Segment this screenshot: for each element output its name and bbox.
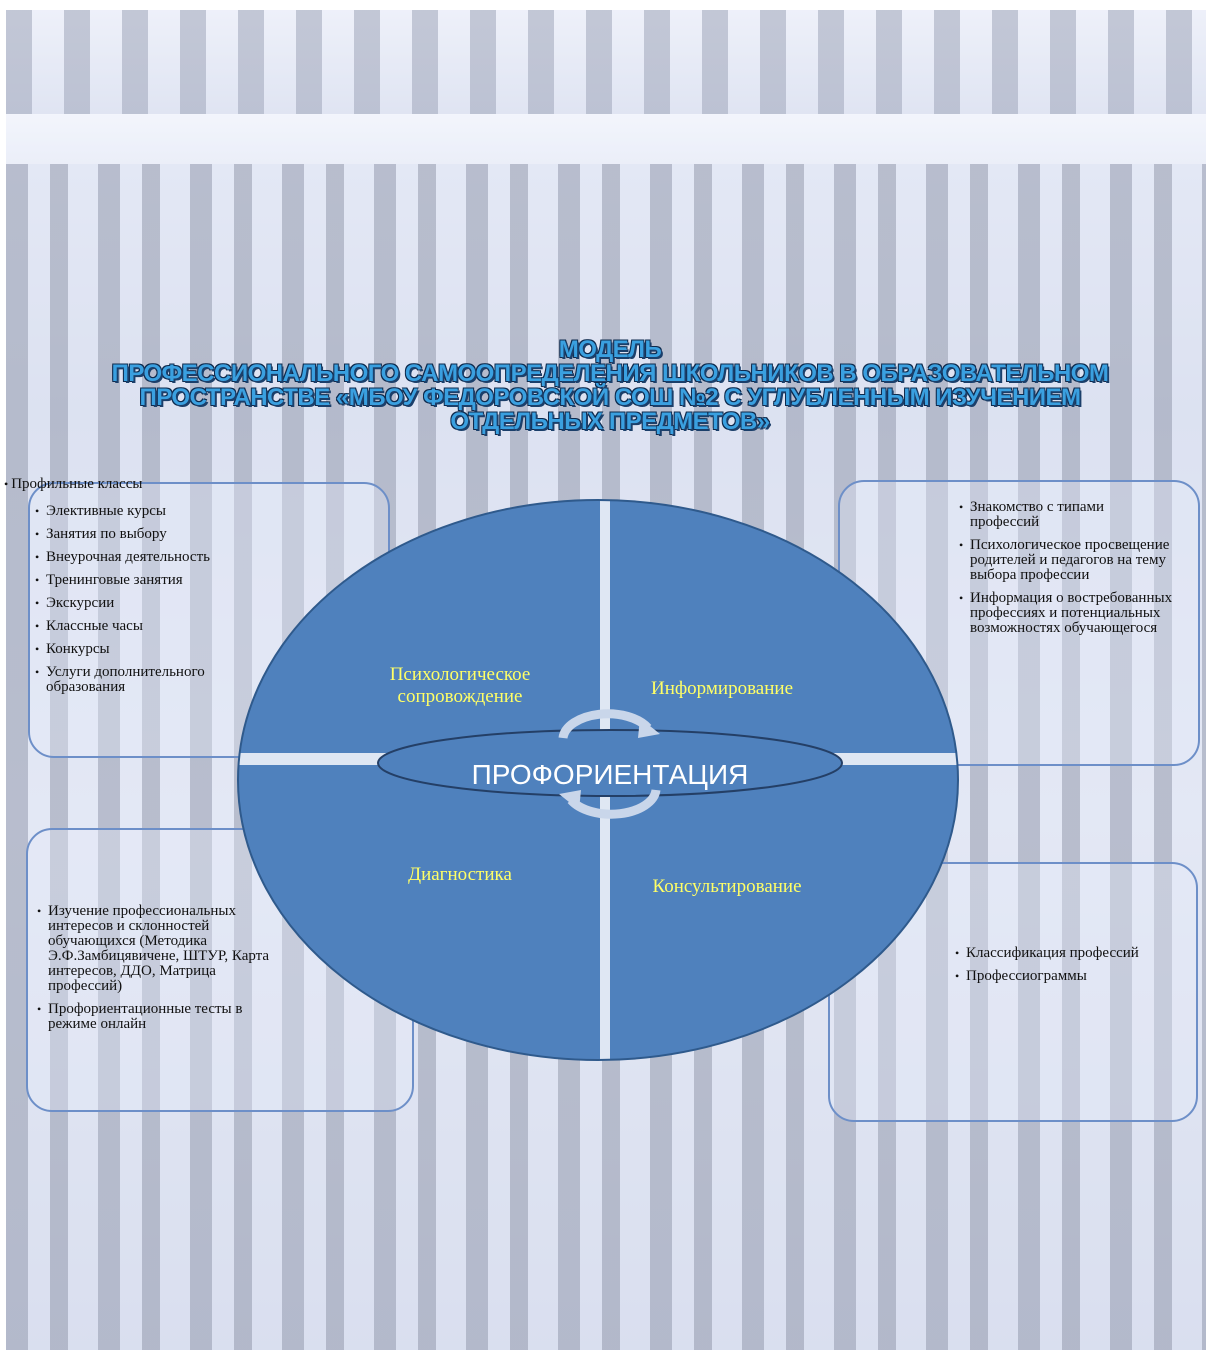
list-item: Классные часы xyxy=(35,619,258,635)
quadrant-label-informing: Информирование xyxy=(650,678,794,699)
list-item: Знакомство с типами профессий xyxy=(959,500,1174,530)
background-band-top xyxy=(6,10,1206,114)
title-line: ПРОСТРАНСТВЕ «МБОУ ФЕДОРОВСКОЙ СОШ №2 С … xyxy=(139,384,1081,411)
circular-arrow-top-icon xyxy=(558,709,652,739)
quadrant-label-psychological-support: Психологическое сопровождение xyxy=(389,664,531,707)
quadrant-label-diagnostics: Диагностика xyxy=(408,864,512,885)
list-item: Тренинговые занятия xyxy=(35,573,258,589)
quadrant-label-consulting: Консультирование xyxy=(652,876,802,897)
central-ellipse-diagram xyxy=(237,499,959,1061)
list-item: Внеурочная деятельность xyxy=(35,550,258,566)
list-item: Занятия по выбору xyxy=(35,527,258,543)
activities-list: Элективные курсы Занятия по выбору Внеур… xyxy=(35,504,258,703)
background-crowd-image xyxy=(6,10,1206,1350)
list-item: Профессиограммы xyxy=(955,969,1158,985)
background-band-gap xyxy=(6,114,1206,164)
title-line: ПРОФЕССИОНАЛЬНОГО САМООПРЕДЕЛЕНИЯ ШКОЛЬН… xyxy=(111,360,1109,387)
title-line: МОДЕЛЬ xyxy=(558,336,662,363)
list-item: Конкурсы xyxy=(35,642,258,658)
diagram-title: МОДЕЛЬ ПРОФЕССИОНАЛЬНОГО САМООПРЕДЕЛЕНИЯ… xyxy=(20,338,1200,434)
list-item: Классификация профессий xyxy=(955,946,1158,962)
list-item: Профориентационные тесты в режиме онлайн xyxy=(37,1002,272,1032)
diagnostics-list: Изучение профессиональных интересов и ск… xyxy=(37,904,272,1040)
list-item: Информация о востребованных профессиях и… xyxy=(959,591,1174,636)
center-title: ПРОФОРИЕНТАЦИЯ xyxy=(471,759,749,790)
consulting-list: Классификация профессий Профессиограммы xyxy=(955,946,1158,992)
information-list: Знакомство с типами профессий Психологич… xyxy=(959,500,1174,644)
list-item: Экскурсии xyxy=(35,596,258,612)
circular-arrow-bottom-icon xyxy=(567,789,661,819)
title-line: ОТДЕЛЬНЫХ ПРЕДМЕТОВ» xyxy=(450,408,770,435)
center-ellipse xyxy=(377,729,843,797)
list-item: Услуги дополнительного образования xyxy=(35,665,258,695)
list-item: Психологическое просвещение родителей и … xyxy=(959,538,1174,583)
list-item: Изучение профессиональных интересов и ск… xyxy=(37,904,272,994)
list-item: Элективные курсы xyxy=(35,504,258,520)
ellipse-outline xyxy=(237,499,959,1061)
list-item-profile-classes: Профильные классы xyxy=(4,476,142,493)
arrowhead-bottom-icon xyxy=(559,790,581,810)
arrowhead-top-icon xyxy=(638,718,660,738)
